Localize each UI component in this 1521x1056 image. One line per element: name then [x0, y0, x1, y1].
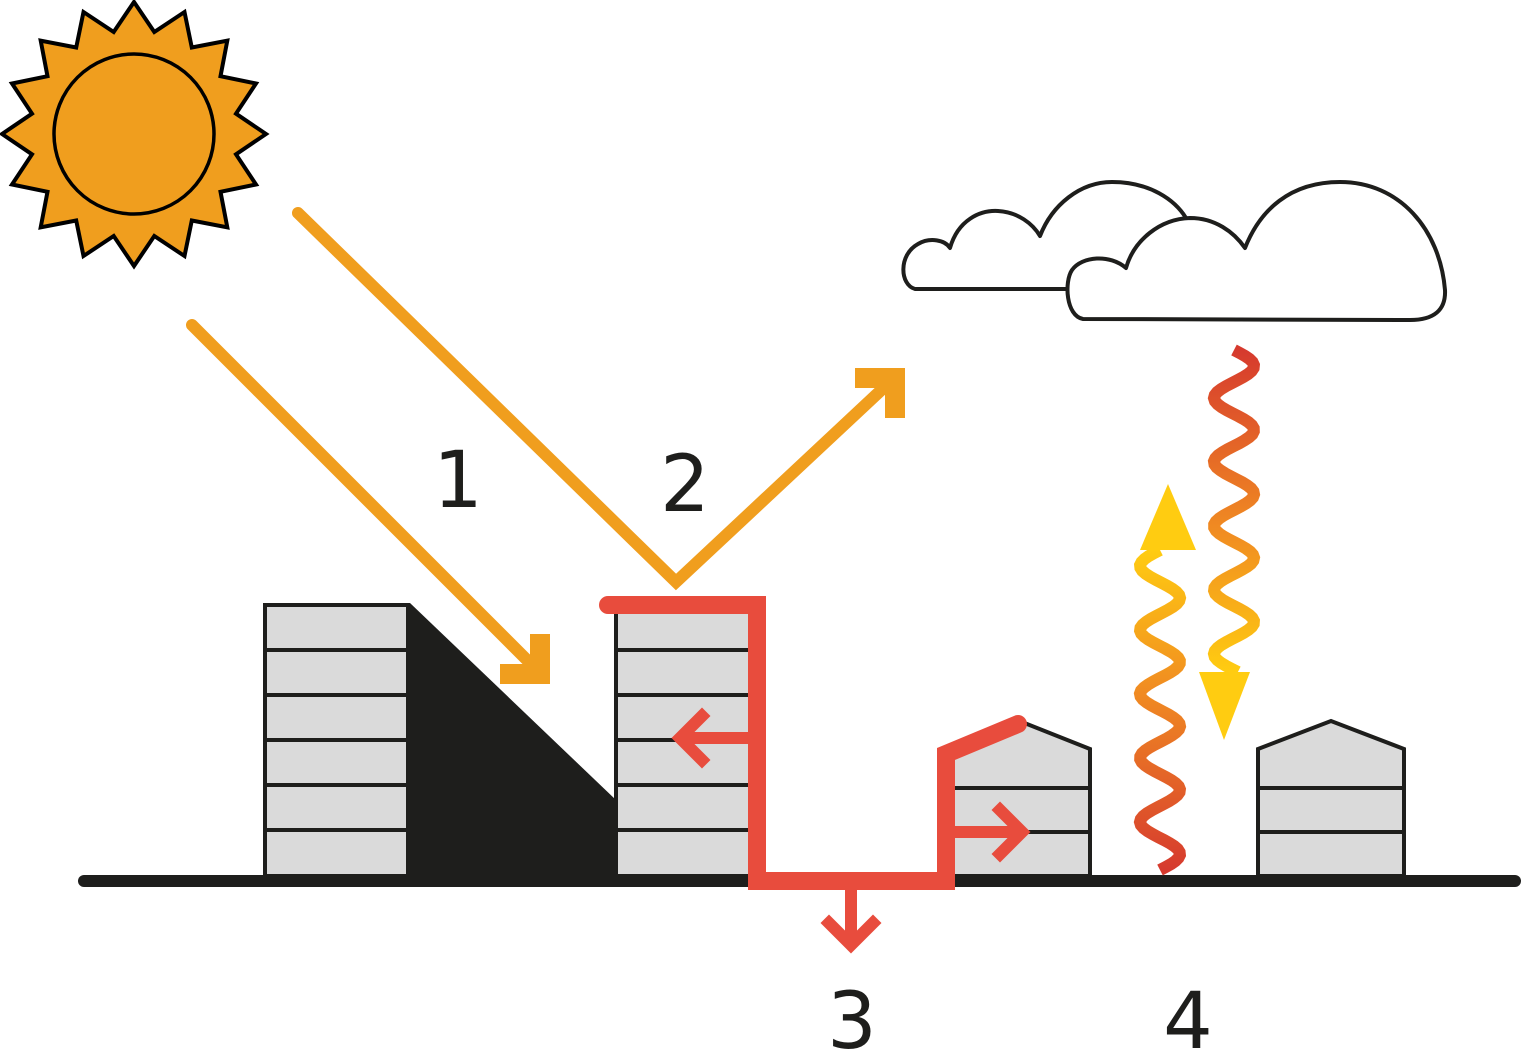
arrow-icon	[820, 914, 882, 954]
label-3: 3	[827, 977, 877, 1056]
heat-absorption-path	[599, 596, 1031, 954]
arrow-icon	[991, 801, 1031, 863]
shadow-shape	[410, 603, 616, 876]
radiation-waves	[1133, 344, 1261, 876]
wave-arrow-icon	[1133, 544, 1187, 876]
label-2: 2	[660, 440, 710, 530]
building-tall-left	[263, 603, 410, 878]
cloud-icon	[901, 180, 1448, 322]
sun-ray-1	[186, 319, 550, 684]
arrow-icon	[1199, 672, 1250, 740]
arrow-icon	[1140, 484, 1196, 550]
wave-arrow-icon	[1207, 344, 1261, 678]
arrow-icon	[855, 368, 905, 418]
sun-icon	[0, 0, 270, 270]
building-low-right	[1256, 718, 1406, 878]
arrow-icon	[500, 634, 550, 684]
arrow-icon	[671, 707, 711, 769]
label-1: 1	[433, 436, 483, 526]
label-4: 4	[1163, 977, 1213, 1056]
sun-ray-2	[292, 207, 905, 591]
